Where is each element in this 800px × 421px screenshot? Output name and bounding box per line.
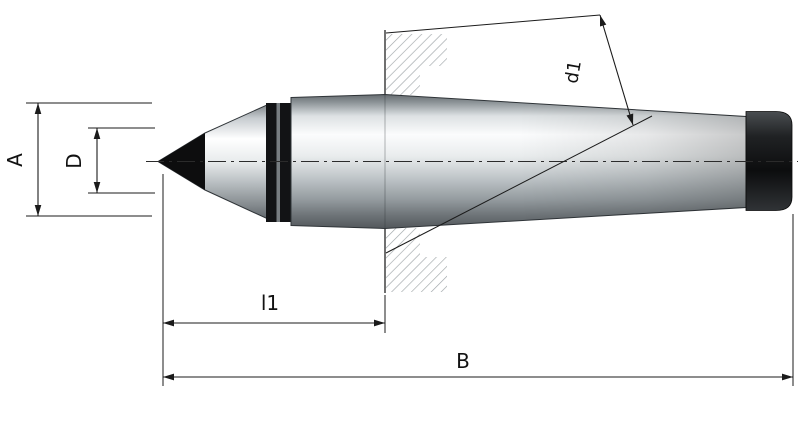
dim-A-arrow-bottom <box>34 205 42 216</box>
dim-B-arrow-right <box>782 373 793 381</box>
dim-A-arrow-top <box>34 103 42 114</box>
dim-label-l1: l1 <box>261 291 279 315</box>
dim-d1-arrow-bottom <box>626 113 634 125</box>
housing-hatch-lower <box>386 228 447 292</box>
dim-label-D: D <box>62 153 86 168</box>
dim-D-arrow-top <box>93 128 101 139</box>
dimension-A: A <box>3 102 152 217</box>
dim-d1-line <box>599 14 634 126</box>
dim-D-arrow-bottom <box>93 182 101 193</box>
dim-d1-ext-diagonal <box>385 115 653 254</box>
dim-l1-arrow-left <box>163 319 174 327</box>
dimension-d1: d1 <box>385 14 653 254</box>
dim-d1-ext-top <box>385 14 601 34</box>
dim-label-B: B <box>456 349 470 373</box>
housing-hatch-upper <box>386 34 447 95</box>
dimension-l1: l1 <box>162 174 386 386</box>
groove-stripe <box>276 103 280 222</box>
dimension-D: D <box>62 127 155 194</box>
dim-label-d1: d1 <box>561 59 586 85</box>
dim-label-A: A <box>3 153 27 167</box>
dim-d1-arrow-top <box>600 15 607 27</box>
spindle-housing-section <box>384 30 447 293</box>
dim-B-arrow-left <box>163 373 174 381</box>
dim-l1-arrow-right <box>374 319 385 327</box>
dimension-B: B <box>163 214 794 386</box>
